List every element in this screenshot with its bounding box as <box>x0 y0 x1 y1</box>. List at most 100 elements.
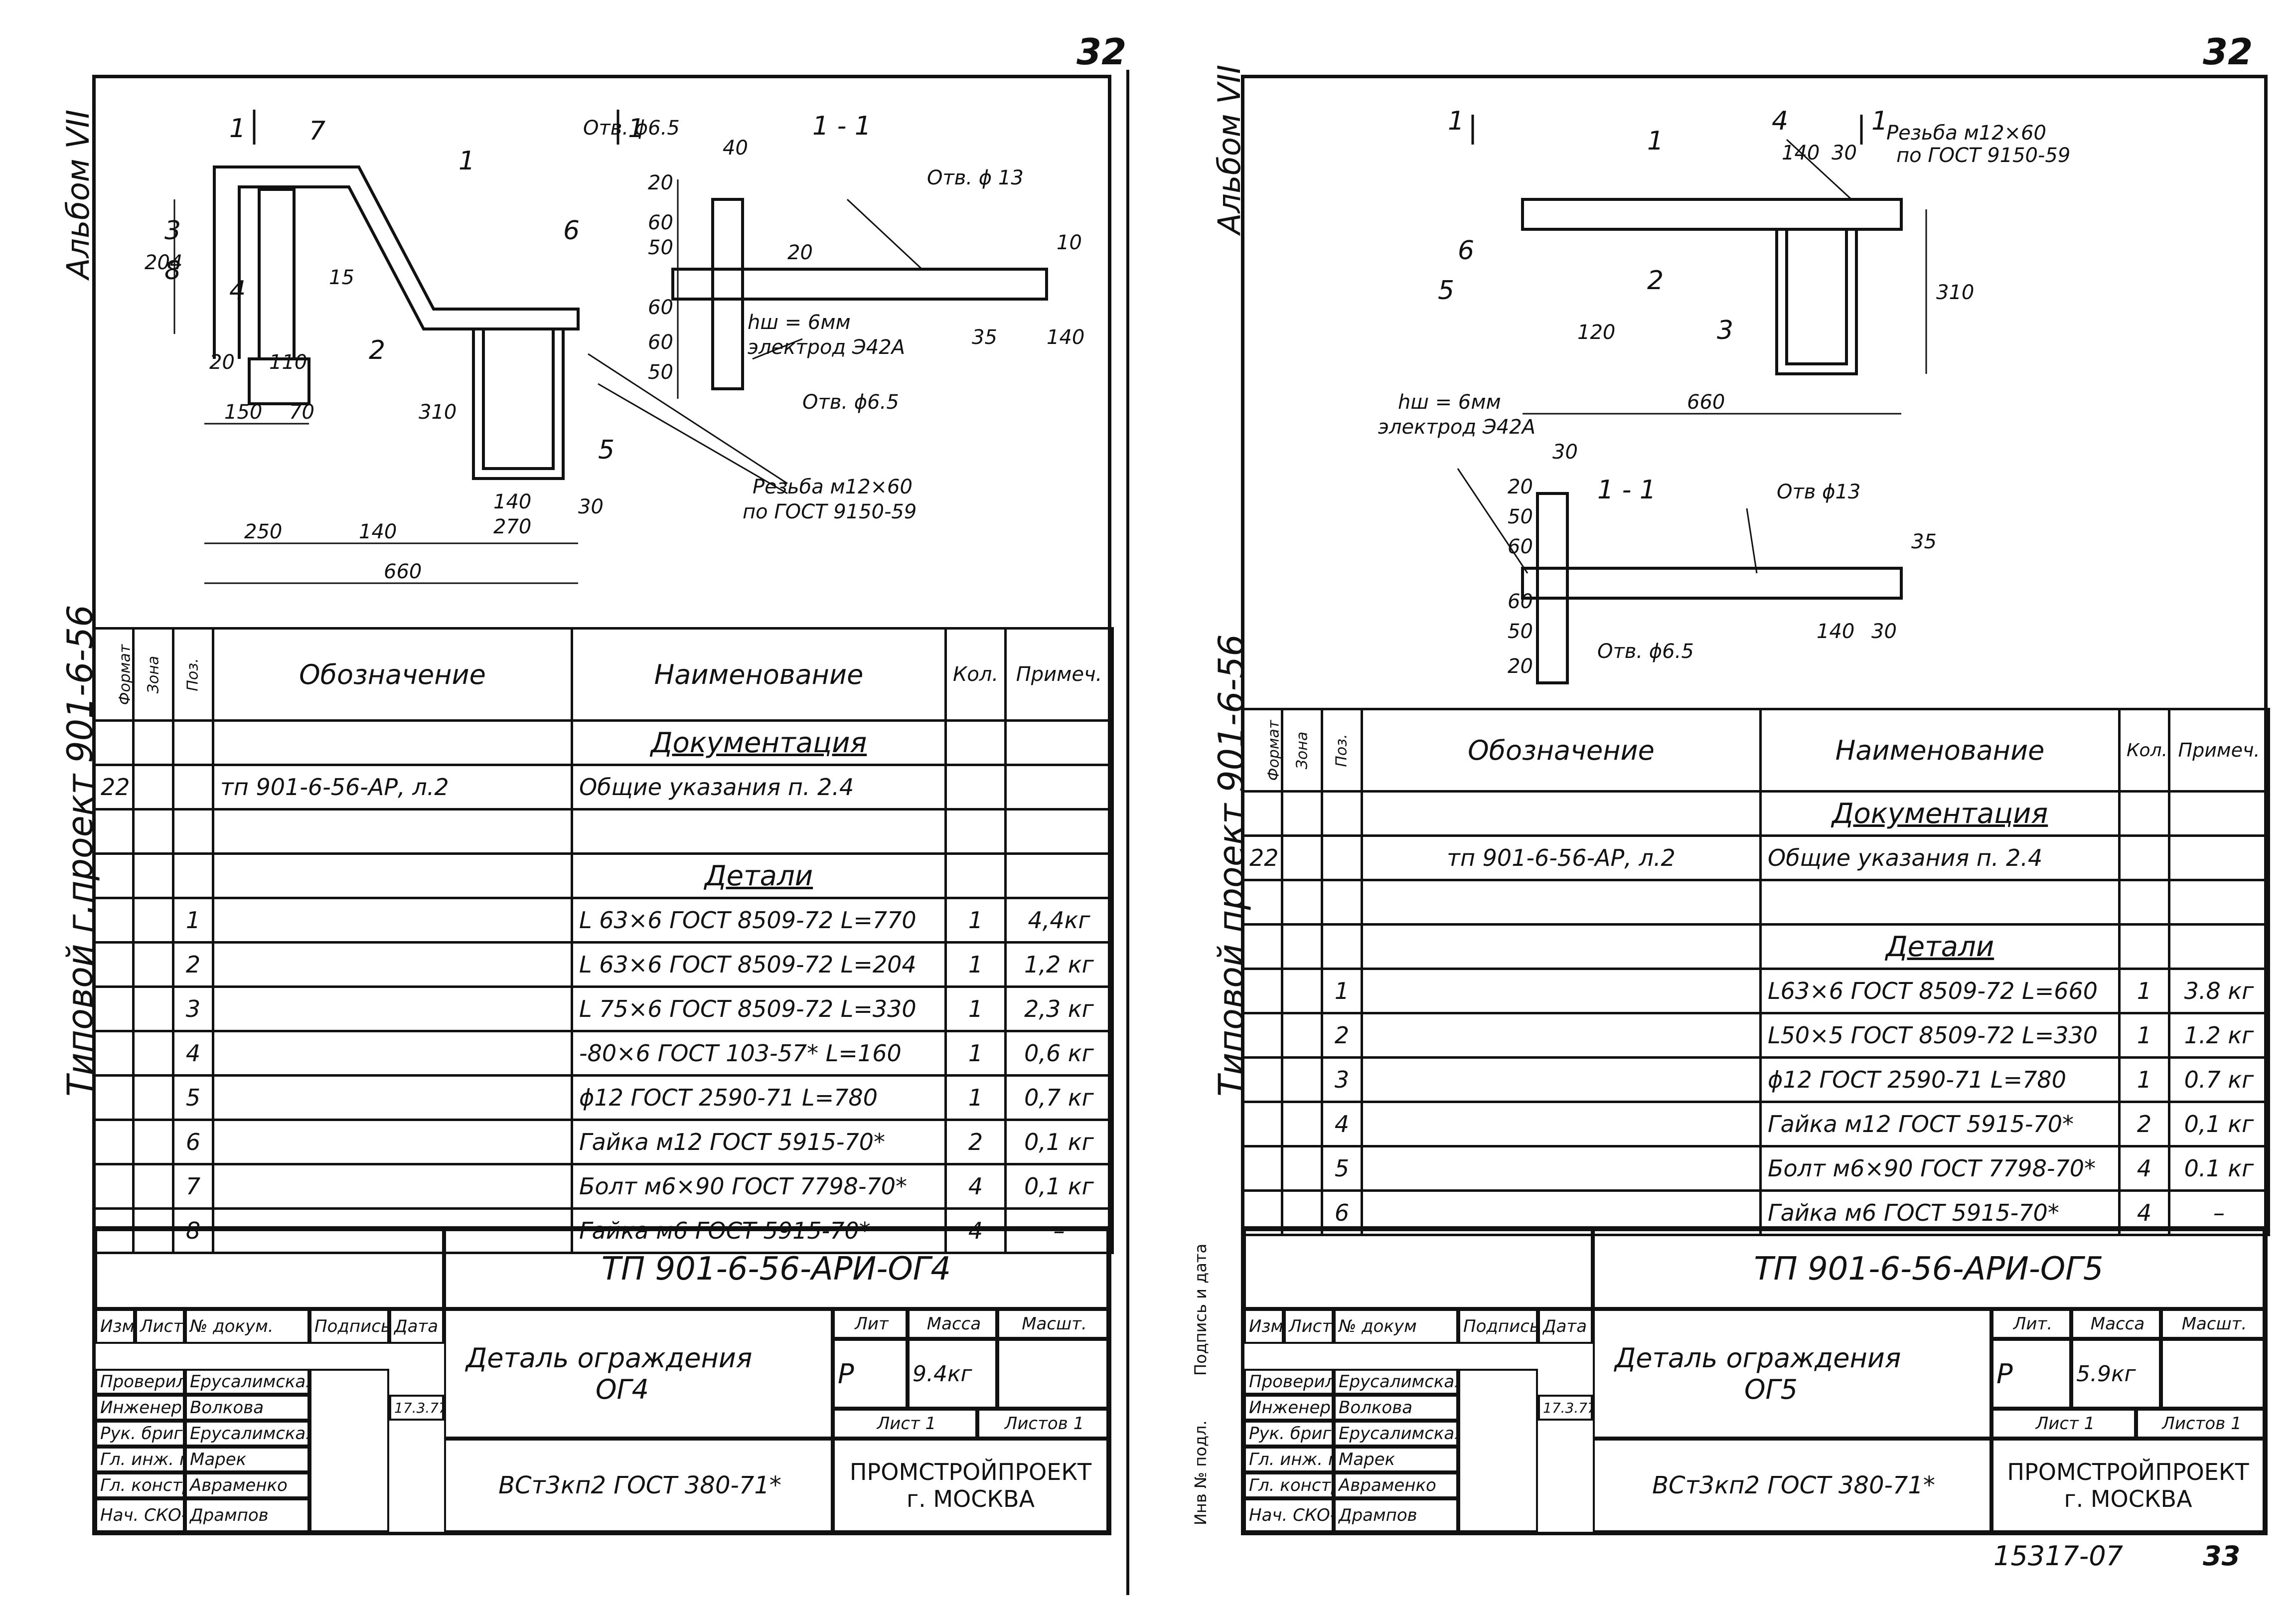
section-title: 1 - 1 <box>1597 475 1656 505</box>
dim-text: 60 <box>1508 590 1533 613</box>
dim-text: 660 <box>384 560 422 583</box>
sheet-divider <box>1126 70 1129 1595</box>
pos-5: 5 <box>598 435 614 465</box>
leader-line <box>1786 139 1852 200</box>
pos-3: 3 <box>1717 316 1733 345</box>
dim-text: 50 <box>1508 620 1533 643</box>
weld-label: hш = 6мм <box>1398 391 1501 414</box>
post-plate <box>258 188 296 360</box>
pos-4: 4 <box>229 276 246 306</box>
pos-1: 1 <box>459 146 475 176</box>
doc-designation: тп 901-6-56-АР, л.2 <box>1361 834 1762 881</box>
detail-drawing: 1 1 1 - 1 Резьба м12×60 по ГОСТ 9150-59 … <box>1248 80 2260 698</box>
railing-outline <box>213 165 580 359</box>
dim-text: 140 <box>1047 326 1084 349</box>
organization: ПРОМСТРОЙПРОЕКТ г. МОСКВА <box>833 1439 1108 1532</box>
material: ВСт3кп2 ГОСТ 380-71* <box>444 1439 833 1532</box>
title-block-left: ТП 901-6-56-АРИ-ОГ4 Изм. Лист № докум. П… <box>92 1226 1111 1535</box>
bracket-inner <box>482 329 555 470</box>
spec-header-row: Формат Зона Поз. Обозначение Наименовани… <box>1241 708 2270 793</box>
bracket-inner <box>1785 229 1848 365</box>
col-pos: Поз. <box>1321 708 1363 793</box>
dim-text: 70 <box>289 401 314 424</box>
pos-8: 8 <box>164 256 181 286</box>
pos-2: 2 <box>1647 266 1664 296</box>
section-angle <box>1521 567 1903 600</box>
dim-text: 140 <box>493 490 531 513</box>
col-zone: Зона <box>1281 708 1323 793</box>
leader-line <box>846 198 923 270</box>
dim-text: 30 <box>1832 142 1857 164</box>
dim-text: 50 <box>1508 505 1533 528</box>
doc-name: Общие указания п. 2.4 <box>1759 834 2121 881</box>
doc-format: 22 <box>92 764 135 810</box>
section-plate <box>711 198 744 390</box>
dim-text: 30 <box>1552 441 1578 464</box>
pos-3: 3 <box>164 216 181 246</box>
pos-2: 2 <box>369 335 385 365</box>
leader-line <box>1746 508 1758 574</box>
doc-name: Общие указания п. 2.4 <box>571 764 947 810</box>
electrode-label: электрод Э42А <box>748 336 905 359</box>
dim-text: 120 <box>1577 321 1615 344</box>
thread-label: по ГОСТ 9150-59 <box>743 500 917 523</box>
col-designation: Обозначение <box>212 627 573 722</box>
dim-text: 270 <box>493 515 531 538</box>
detail-drawing-svg: 1 1 1 - 1 Резьба м12×60 по ГОСТ 9150-59 … <box>1378 106 2070 684</box>
section-plate <box>1536 492 1569 684</box>
section-parts: Детали <box>1759 923 2121 970</box>
electrode-label: электрод Э42А <box>1378 416 1535 439</box>
bottom-code: 15317-07 <box>1993 1540 2123 1572</box>
dim-text: 150 <box>224 401 262 424</box>
dim-text: 140 <box>1782 142 1820 164</box>
col-zone: Зона <box>132 627 174 722</box>
thread-label: Резьба м12×60 <box>753 476 913 498</box>
section-mark-text: 1 <box>229 114 246 144</box>
dim-text: 310 <box>1936 281 1974 304</box>
signatures <box>309 1369 389 1532</box>
dim-text: 660 <box>1687 391 1725 414</box>
leader-line <box>588 353 788 485</box>
title-block-right: ТП 901-6-56-АРИ-ОГ5 Изм. Лист № докум По… <box>1241 1226 2268 1535</box>
col-qty: Кол. <box>2118 708 2170 793</box>
rail-angle <box>1521 198 1903 231</box>
pos-6: 6 <box>1458 236 1474 266</box>
dim-text: 50 <box>648 236 673 259</box>
dim-text: 20 <box>787 241 813 264</box>
col-name: Наименование <box>1759 708 2121 793</box>
page-number: 32 <box>1076 31 1127 73</box>
material: ВСт3кп2 ГОСТ 380-71* <box>1593 1439 1991 1532</box>
dim-text: 15 <box>329 266 354 289</box>
dim-text: 30 <box>578 495 604 518</box>
date: 17.3.77 <box>1538 1395 1593 1421</box>
doc-designation: тп 901-6-56-АР, л.2 <box>212 764 573 810</box>
pos-5: 5 <box>1438 276 1454 306</box>
dim-text: 110 <box>269 351 307 374</box>
bracket <box>472 329 565 480</box>
base-plate <box>248 357 310 405</box>
title-cell: Деталь ограждения ОГ4 <box>444 1309 833 1439</box>
section-mark-text: 1 <box>1871 106 1888 136</box>
leader-line <box>1457 468 1529 574</box>
col-name: Наименование <box>571 627 947 722</box>
col-format: Формат <box>1241 708 1283 793</box>
signatures <box>1458 1369 1538 1532</box>
dim-text: 10 <box>1057 231 1082 254</box>
dim-text: 204 <box>145 251 182 274</box>
section-angle <box>671 268 1048 301</box>
dim-text: 60 <box>1508 535 1533 558</box>
spec-header-row: Формат Зона Поз. Обозначение Наименовани… <box>92 627 1114 722</box>
bottom-page: 33 <box>2203 1540 2241 1572</box>
dim-text: 140 <box>359 520 397 543</box>
section-title: 1 - 1 <box>812 111 871 141</box>
dim-text: 35 <box>972 326 997 349</box>
section-parts: Детали <box>571 852 947 899</box>
hole-label: Отв. ϕ6.5 <box>802 391 899 414</box>
side-stamp-1: Инв № подл. <box>1191 1420 1210 1525</box>
